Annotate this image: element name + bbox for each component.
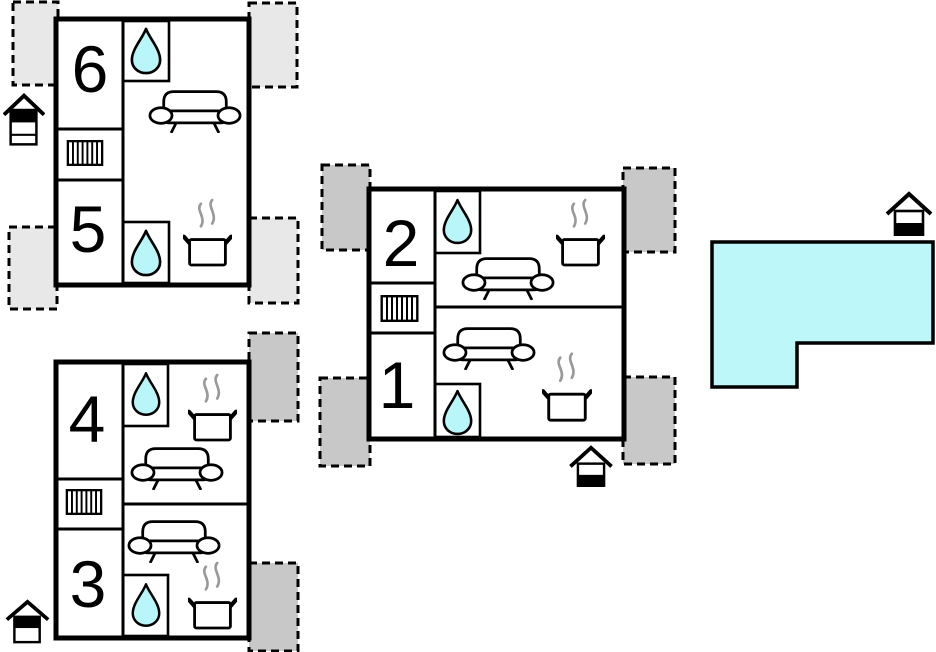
building-block-4-3: 4 3 xyxy=(5,331,300,652)
pool-area xyxy=(710,192,935,389)
entrance-house-icon xyxy=(5,599,50,644)
radiator-icon xyxy=(66,140,104,166)
terrace xyxy=(7,225,59,311)
radiator-icon xyxy=(65,489,103,515)
shower-cell xyxy=(121,19,171,83)
building-block-6-5: 6 5 xyxy=(3,0,300,311)
unit-number-2: 2 xyxy=(383,206,420,280)
terrace xyxy=(318,376,372,468)
terrace xyxy=(320,163,372,252)
terrace xyxy=(247,331,300,423)
shower-cell xyxy=(433,189,482,255)
terrace xyxy=(247,561,300,652)
terrace xyxy=(621,375,677,466)
entrance-house-icon xyxy=(570,448,611,486)
terrace xyxy=(621,166,677,254)
shower-cell xyxy=(121,362,170,428)
terrace xyxy=(247,1,299,89)
shower-cell xyxy=(433,382,482,439)
building-block-2-1: 2 1 xyxy=(318,163,677,486)
entrance-house-icon xyxy=(3,93,45,147)
terrace xyxy=(247,216,300,305)
shower-cell xyxy=(121,220,171,285)
shower-cell xyxy=(121,573,170,638)
unit-number-1: 1 xyxy=(379,348,416,422)
unit-number-4: 4 xyxy=(69,382,106,456)
radiator-icon xyxy=(380,295,419,322)
swimming-pool xyxy=(710,240,935,389)
terrace xyxy=(11,0,60,87)
entrance-house-icon xyxy=(885,192,933,236)
unit-number-5: 5 xyxy=(70,192,107,266)
unit-number-3: 3 xyxy=(70,547,107,621)
unit-number-6: 6 xyxy=(72,32,109,106)
